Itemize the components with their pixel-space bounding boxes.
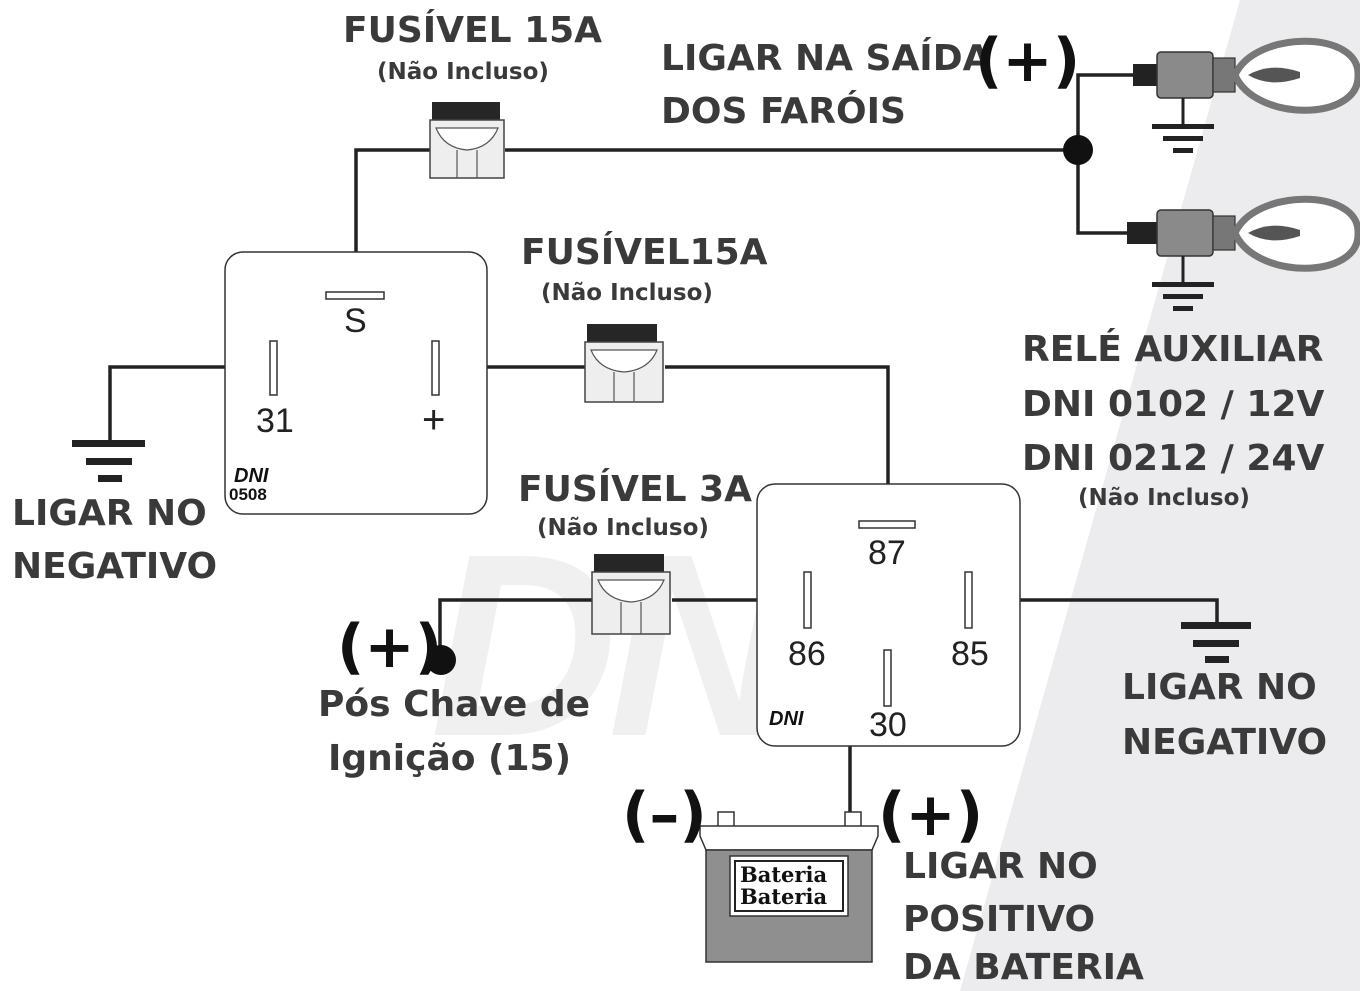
fuse-top-subtitle: (Não Incluso) bbox=[377, 59, 549, 85]
module-pin-31 bbox=[269, 340, 278, 396]
battery-positive-sign: (+) bbox=[878, 780, 984, 850]
relay-aux-line3: DNI 0212 / 24V bbox=[1022, 438, 1325, 479]
fuse-top-icon bbox=[429, 102, 505, 179]
ground-right-line2: NEGATIVO bbox=[1122, 722, 1328, 763]
relay-pin-30 bbox=[883, 649, 892, 707]
wires bbox=[108, 73, 1219, 815]
headlight-bottom-icon bbox=[1127, 195, 1360, 311]
battery-positive-line3: DA BATERIA bbox=[903, 947, 1144, 988]
module-brand: DNI bbox=[234, 465, 269, 487]
battery-positive-line2: POSITIVO bbox=[903, 899, 1096, 940]
module-pin-31-label: 31 bbox=[256, 402, 294, 440]
module-pin-s bbox=[325, 291, 385, 300]
fuse-top-title: FUSÍVEL 15A bbox=[343, 10, 603, 51]
battery-label-1: Bateria bbox=[740, 862, 828, 887]
ignition-line2: Ignição (15) bbox=[328, 738, 572, 779]
relay-pin-85 bbox=[964, 571, 973, 629]
fuse-mid-subtitle: (Não Incluso) bbox=[541, 280, 713, 306]
fuse-low-icon bbox=[591, 554, 671, 635]
junction-dot bbox=[1063, 135, 1093, 165]
battery-icon bbox=[699, 811, 879, 963]
relay-aux-line2: DNI 0102 / 12V bbox=[1022, 384, 1325, 425]
relay-aux-note: (Não Incluso) bbox=[1078, 485, 1250, 511]
relay-brand: DNI bbox=[769, 708, 804, 730]
fuse-low-title: FUSÍVEL 3A bbox=[518, 469, 752, 510]
module-pin-s-label: S bbox=[344, 302, 367, 340]
fuse-mid-title: FUSÍVEL15A bbox=[521, 232, 768, 273]
headlight-output-sign: (+) bbox=[975, 26, 1081, 96]
headlight-output-line2: DOS FARÓIS bbox=[661, 91, 906, 132]
relay-pin-87-label: 87 bbox=[868, 534, 906, 572]
ground-left-line2: NEGATIVO bbox=[12, 546, 218, 587]
ignition-line1: Pós Chave de bbox=[318, 684, 591, 725]
relay-box bbox=[756, 483, 1021, 747]
battery-negative-sign: (–) bbox=[622, 780, 707, 850]
ground-left-icon bbox=[72, 440, 145, 482]
relay-aux-line1: RELÉ AUXILIAR bbox=[1022, 329, 1324, 370]
fuse-mid-icon bbox=[584, 324, 664, 403]
ground-right-line1: LIGAR NO bbox=[1122, 667, 1317, 708]
fuse-low-subtitle: (Não Incluso) bbox=[537, 515, 709, 541]
headlight-output-line1: LIGAR NA SAÍDA bbox=[661, 38, 991, 79]
ground-left-line1: LIGAR NO bbox=[12, 493, 207, 534]
relay-pin-85-label: 85 bbox=[951, 635, 989, 673]
module-model: 0508 bbox=[229, 485, 267, 504]
module-pin-plus-label: + bbox=[422, 398, 446, 442]
relay-pin-30-label: 30 bbox=[869, 706, 907, 744]
ignition-terminal-dot bbox=[426, 645, 456, 675]
battery-positive-line1: LIGAR NO bbox=[903, 846, 1098, 887]
relay-pin-86-label: 86 bbox=[788, 635, 826, 673]
ignition-sign: (+) bbox=[337, 612, 443, 682]
relay-pin-86 bbox=[803, 571, 812, 629]
module-pin-plus bbox=[431, 340, 440, 396]
ground-right-icon bbox=[1181, 622, 1251, 663]
module-box bbox=[224, 251, 488, 515]
battery-label-2: Bateria bbox=[740, 884, 828, 909]
relay-pin-87 bbox=[858, 520, 916, 529]
headlight-top-icon bbox=[1133, 37, 1360, 153]
